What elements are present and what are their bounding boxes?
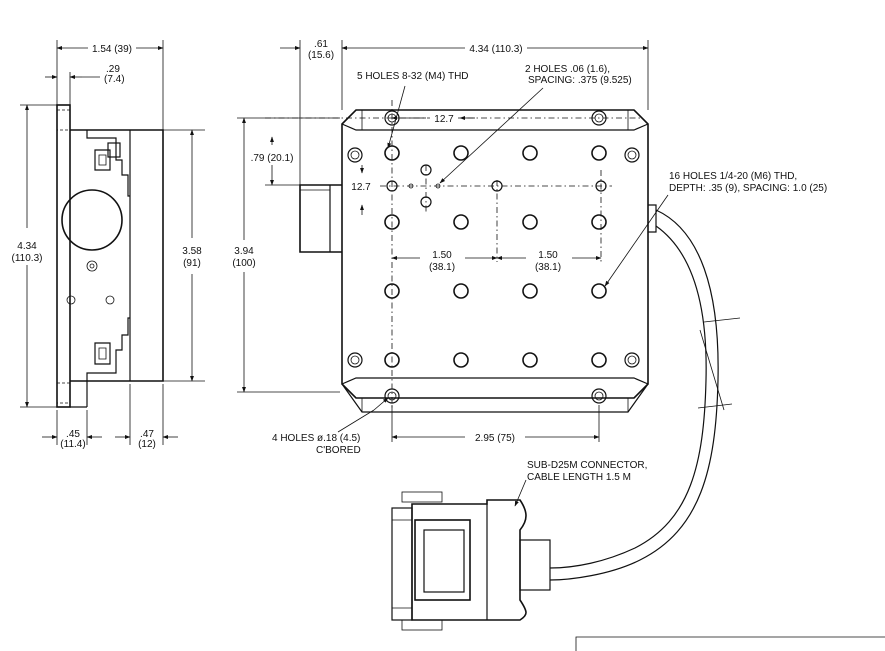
label-cbore-1: 4 HOLES ø.18 (4.5)	[272, 433, 360, 444]
label-connector-1: SUB-D25M CONNECTOR,	[527, 460, 647, 471]
top-view: .61 (15.6) 4.34 (110.3) 3.94 (100) .79 (…	[232, 39, 827, 456]
dim-side-height-mm: (110.3)	[12, 253, 43, 264]
label-connector-2: CABLE LENGTH 1.5 M	[527, 472, 631, 483]
dim-top-offset-left-mm: (15.6)	[308, 50, 334, 61]
label-five-holes: 5 HOLES 8-32 (M4) THD	[357, 71, 469, 82]
label-two-holes-1: 2 HOLES .06 (1.6),	[525, 64, 610, 75]
dim-top-295: 2.95 (75)	[475, 433, 515, 444]
dim-side-bottom-left: .45	[66, 429, 80, 440]
dim-top-offset-left: .61	[314, 39, 328, 50]
dim-top-150-a: 1.50	[432, 250, 452, 261]
dim-side-offset-mm: (7.4)	[104, 74, 125, 85]
dim-top-12-7-horizontal: 12.7	[434, 114, 454, 125]
dim-top-width: 4.34 (110.3)	[469, 44, 522, 55]
dim-top-079: .79 (20.1)	[251, 153, 294, 164]
dim-top-150-b: 1.50	[538, 250, 558, 261]
dim-top-150-a-mm: (38.1)	[429, 262, 455, 273]
dim-side-offset: .29	[106, 64, 120, 75]
label-cbore-2: C'BORED	[316, 445, 361, 456]
dim-top-height: 3.94	[234, 246, 254, 257]
dim-side-height: 4.34	[17, 241, 37, 252]
label-two-holes-2: SPACING: .375 (9.525)	[528, 75, 632, 86]
dim-top-height-mm: (100)	[232, 258, 255, 269]
cable-and-connector: SUB-D25M CONNECTOR, CABLE LENGTH 1.5 M	[391, 209, 741, 631]
side-view: 1.54 (39) .29 (7.4) 4.34 (110.3) 3.58 (9…	[12, 40, 205, 450]
dim-side-bottom-right: .47	[140, 429, 154, 440]
dim-side-inner-height: 3.58	[182, 246, 202, 257]
label-sixteen-holes-1: 16 HOLES 1/4-20 (M6) THD,	[669, 171, 797, 182]
dim-top-12-7-vertical: 12.7	[351, 182, 371, 193]
dim-side-bottom-left-mm: (11.4)	[60, 439, 85, 450]
dim-side-inner-height-mm: (91)	[183, 258, 201, 269]
dim-side-bottom-right-mm: (12)	[138, 439, 156, 450]
dim-top-150-b-mm: (38.1)	[535, 262, 561, 273]
label-sixteen-holes-2: DEPTH: .35 (9), SPACING: 1.0 (25)	[669, 183, 827, 194]
title-block-frame	[575, 636, 885, 651]
dim-side-top-width: 1.54 (39)	[92, 44, 132, 55]
